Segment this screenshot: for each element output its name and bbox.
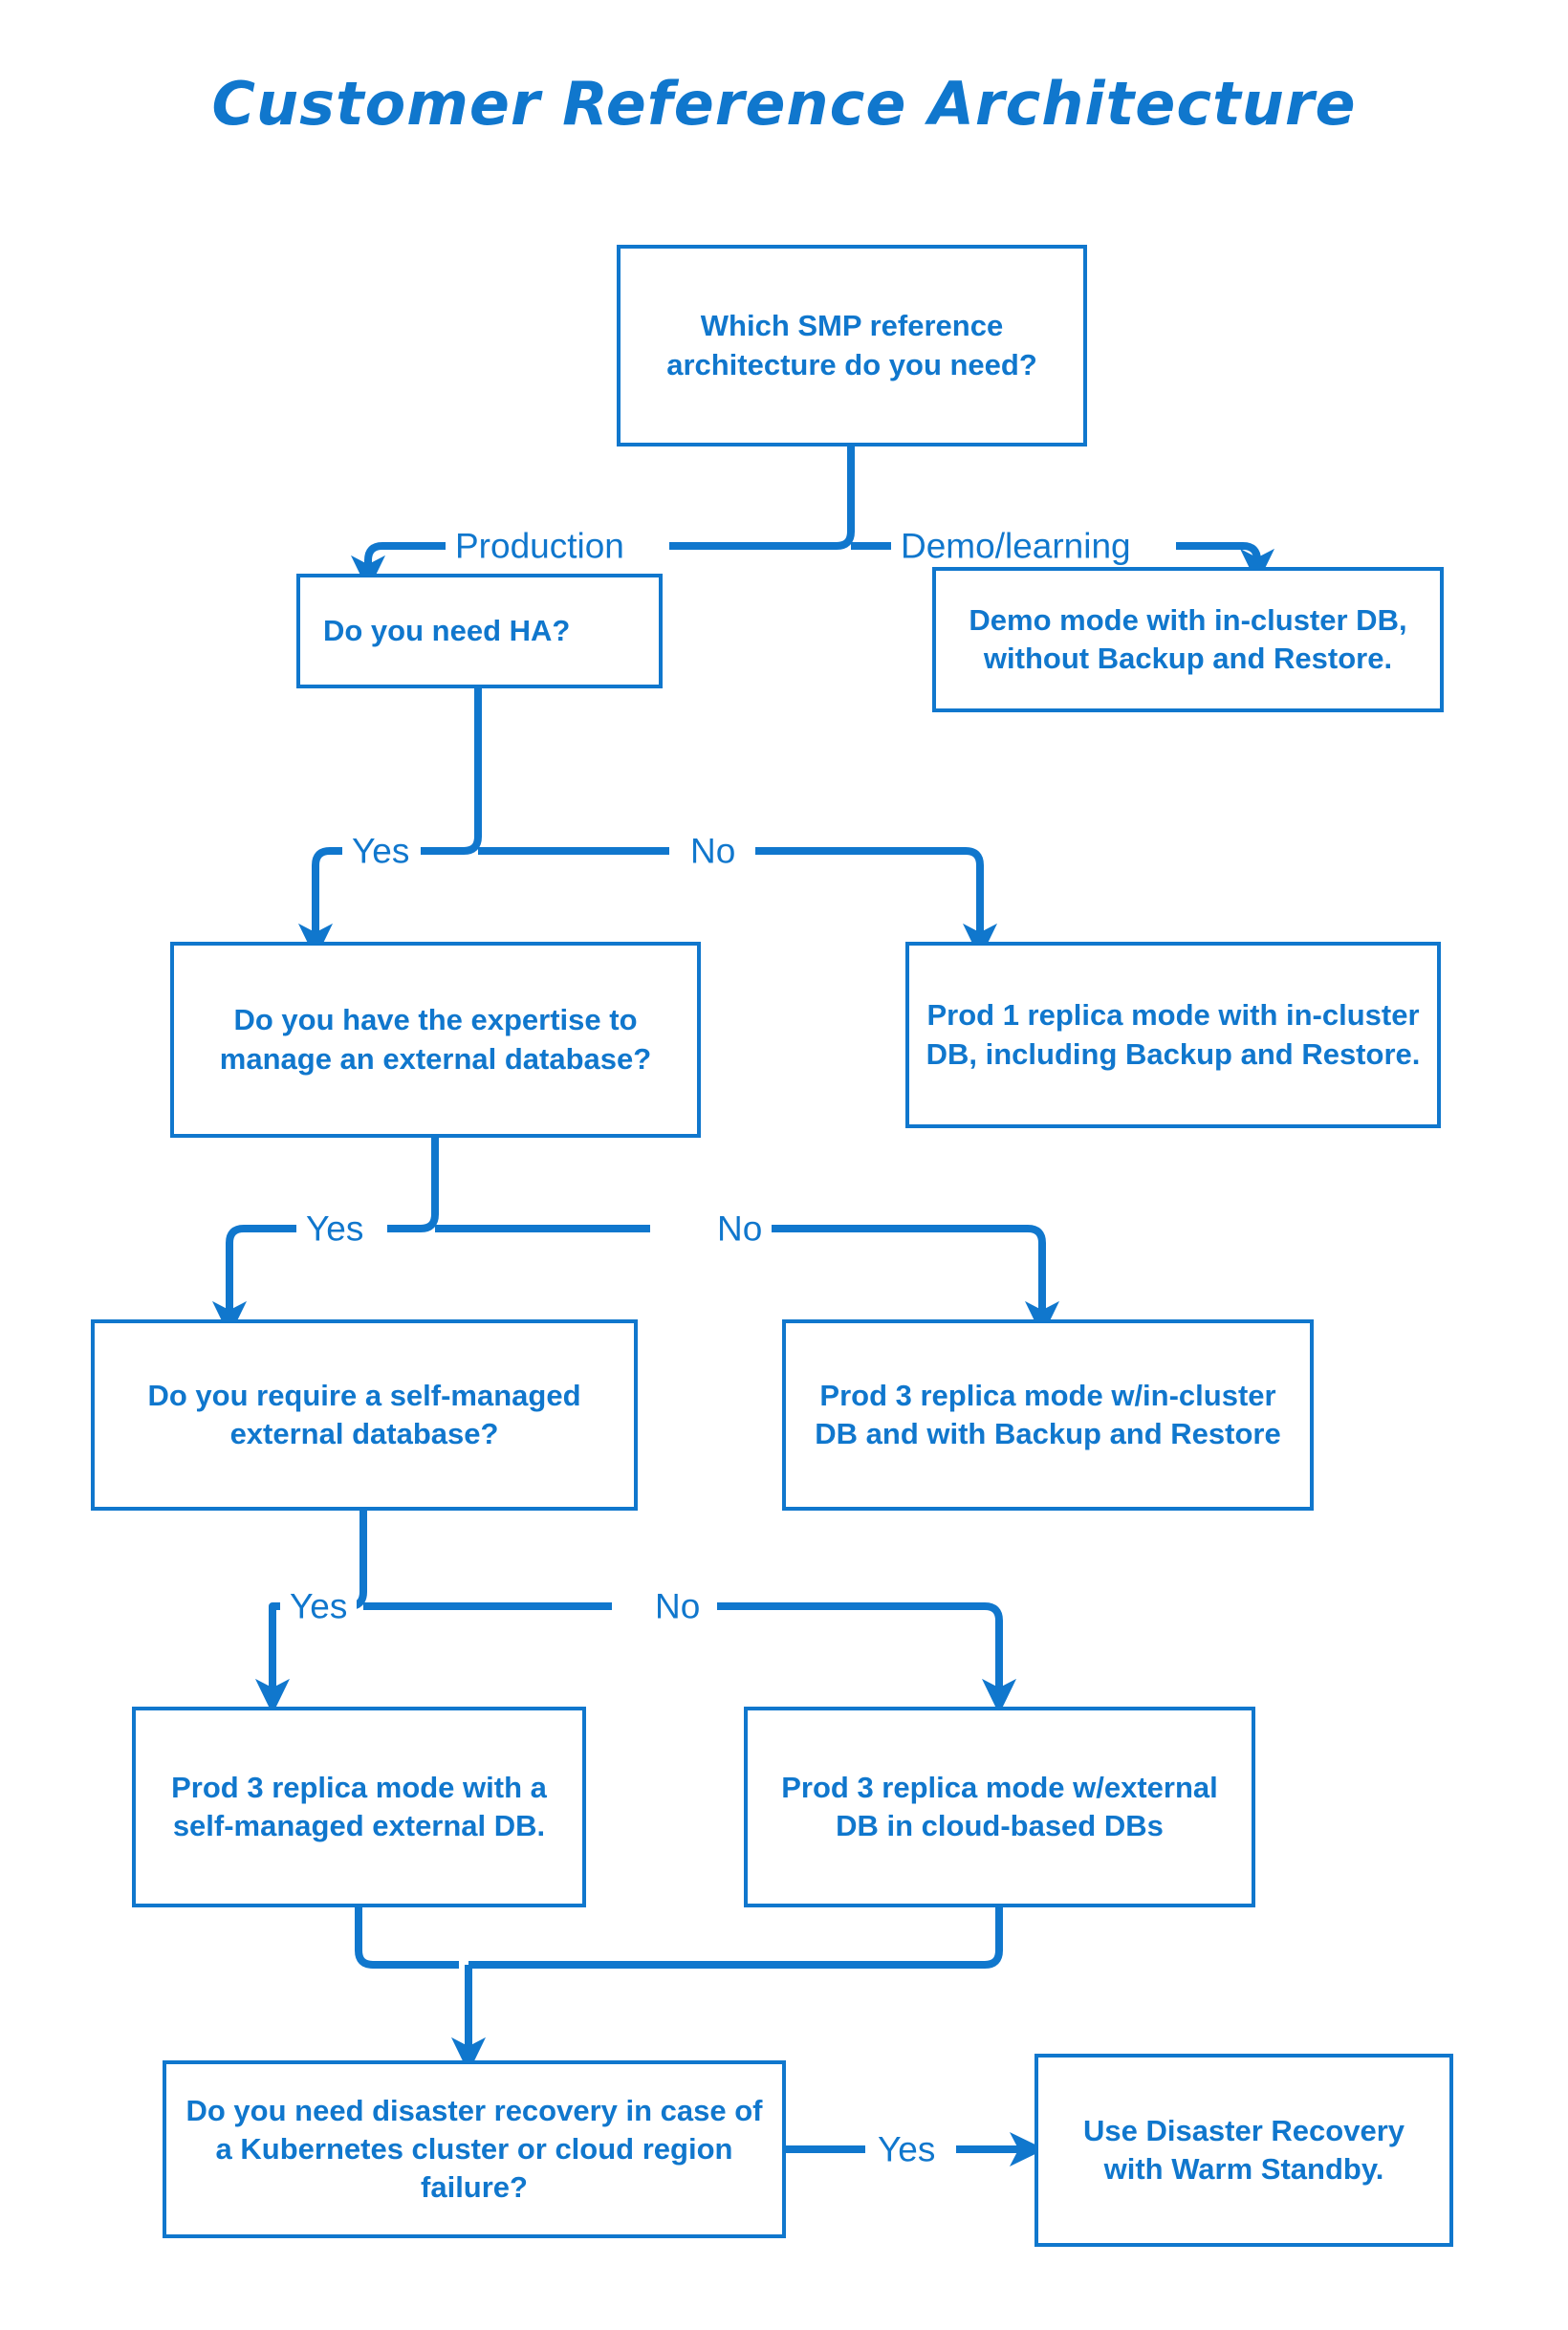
- edge-label-ha-no: No: [681, 833, 746, 869]
- node-prod3-selfmanaged-result-label: Prod 3 replica mode with a self-managed …: [171, 1770, 547, 1842]
- node-dr-question-label: Do you need disaster recovery in case of…: [185, 2093, 763, 2205]
- node-demo-result[interactable]: Demo mode with in-cluster DB, without Ba…: [932, 567, 1444, 712]
- edge-label-expertise-yes: Yes: [296, 1210, 374, 1247]
- node-warm-standby-result-label: Use Disaster Recovery with Warm Standby.: [1082, 2113, 1405, 2186]
- node-prod3-selfmanaged-result[interactable]: Prod 3 replica mode with a self-managed …: [132, 1707, 586, 1907]
- edge-label-production: Production: [446, 528, 634, 564]
- node-prod1-result-label: Prod 1 replica mode with in-cluster DB, …: [926, 998, 1421, 1071]
- node-prod1-result[interactable]: Prod 1 replica mode with in-cluster DB, …: [905, 942, 1441, 1128]
- node-ha-question-label: Do you need HA?: [323, 613, 571, 647]
- node-root-question-label: Which SMP reference architecture do you …: [666, 309, 1037, 381]
- node-expertise-question[interactable]: Do you have the expertise to manage an e…: [170, 942, 701, 1138]
- edge-label-selfmanaged-no: No: [645, 1588, 710, 1624]
- node-expertise-question-label: Do you have the expertise to manage an e…: [219, 1003, 652, 1076]
- edge-label-ha-yes: Yes: [342, 833, 420, 869]
- node-root-question[interactable]: Which SMP reference architecture do you …: [617, 245, 1087, 446]
- edge-label-dr-yes: Yes: [868, 2131, 946, 2167]
- node-prod3-incluster-result[interactable]: Prod 3 replica mode w/in-cluster DB and …: [782, 1319, 1314, 1511]
- edge-label-demo-learning: Demo/learning: [891, 528, 1141, 564]
- node-dr-question[interactable]: Do you need disaster recovery in case of…: [163, 2060, 786, 2238]
- node-selfmanaged-question-label: Do you require a self-managed external d…: [147, 1378, 581, 1450]
- page-title: Customer Reference Architecture: [211, 69, 1357, 139]
- node-prod3-cloud-result[interactable]: Prod 3 replica mode w/external DB in clo…: [744, 1707, 1255, 1907]
- edge-label-expertise-no: No: [708, 1210, 773, 1247]
- node-prod3-incluster-result-label: Prod 3 replica mode w/in-cluster DB and …: [815, 1378, 1281, 1450]
- edge-label-selfmanaged-yes: Yes: [280, 1588, 358, 1624]
- node-selfmanaged-question[interactable]: Do you require a self-managed external d…: [91, 1319, 638, 1511]
- node-prod3-cloud-result-label: Prod 3 replica mode w/external DB in clo…: [781, 1770, 1218, 1842]
- node-ha-question[interactable]: Do you need HA?: [296, 574, 663, 688]
- node-demo-result-label: Demo mode with in-cluster DB, without Ba…: [969, 602, 1407, 675]
- node-warm-standby-result[interactable]: Use Disaster Recovery with Warm Standby.: [1034, 2054, 1453, 2247]
